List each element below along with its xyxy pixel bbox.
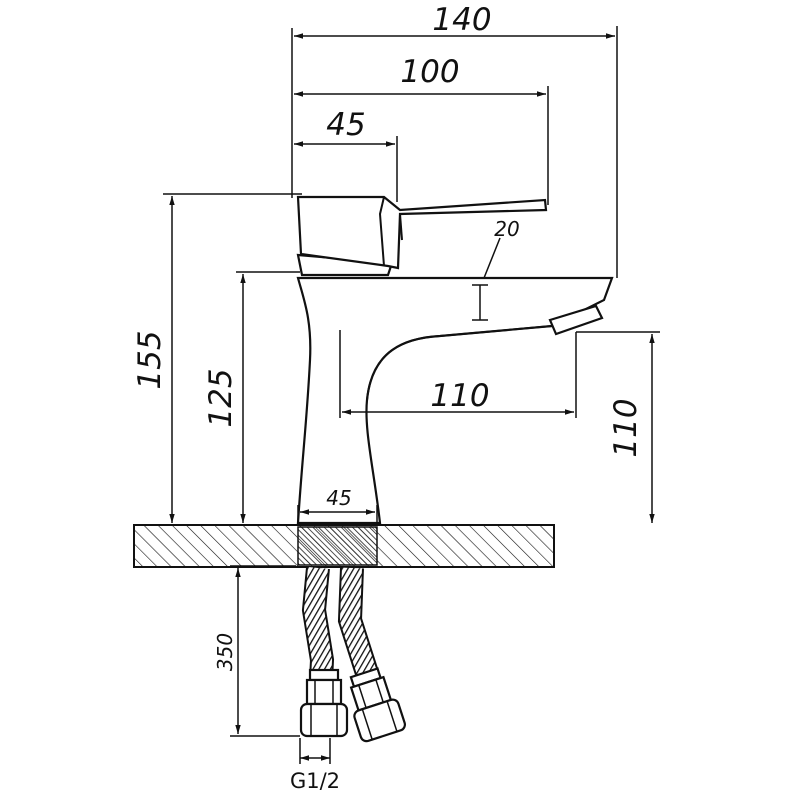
dim-45-top-label: 45: [326, 107, 365, 143]
countertop: [133, 524, 555, 568]
hose-fitting-left: [299, 668, 349, 738]
dim-leader-20: [483, 237, 501, 279]
dim-155-label: 155: [132, 330, 168, 389]
dim-100-label: 100: [400, 54, 459, 90]
dim-140-label: 140: [432, 2, 491, 38]
dimension-lines: [169, 33, 655, 761]
dim-110-reach-label: 110: [430, 378, 489, 414]
dim-20-label: 20: [494, 217, 519, 241]
dim-110-height-label: 110: [608, 398, 644, 457]
dim-45-base-label: 45: [326, 486, 351, 510]
mounting-hole: [297, 526, 378, 566]
dimension-labels: 140 100 45 20 110 110 155 125 45 350 G1/…: [132, 2, 644, 793]
dim-125-label: 125: [203, 368, 239, 427]
dim-350-label: 350: [213, 633, 237, 671]
thread-size-label: G1/2: [290, 769, 340, 793]
hose-fitting-right: [349, 667, 407, 743]
faucet-body: [296, 195, 614, 525]
extension-lines: [163, 26, 660, 764]
